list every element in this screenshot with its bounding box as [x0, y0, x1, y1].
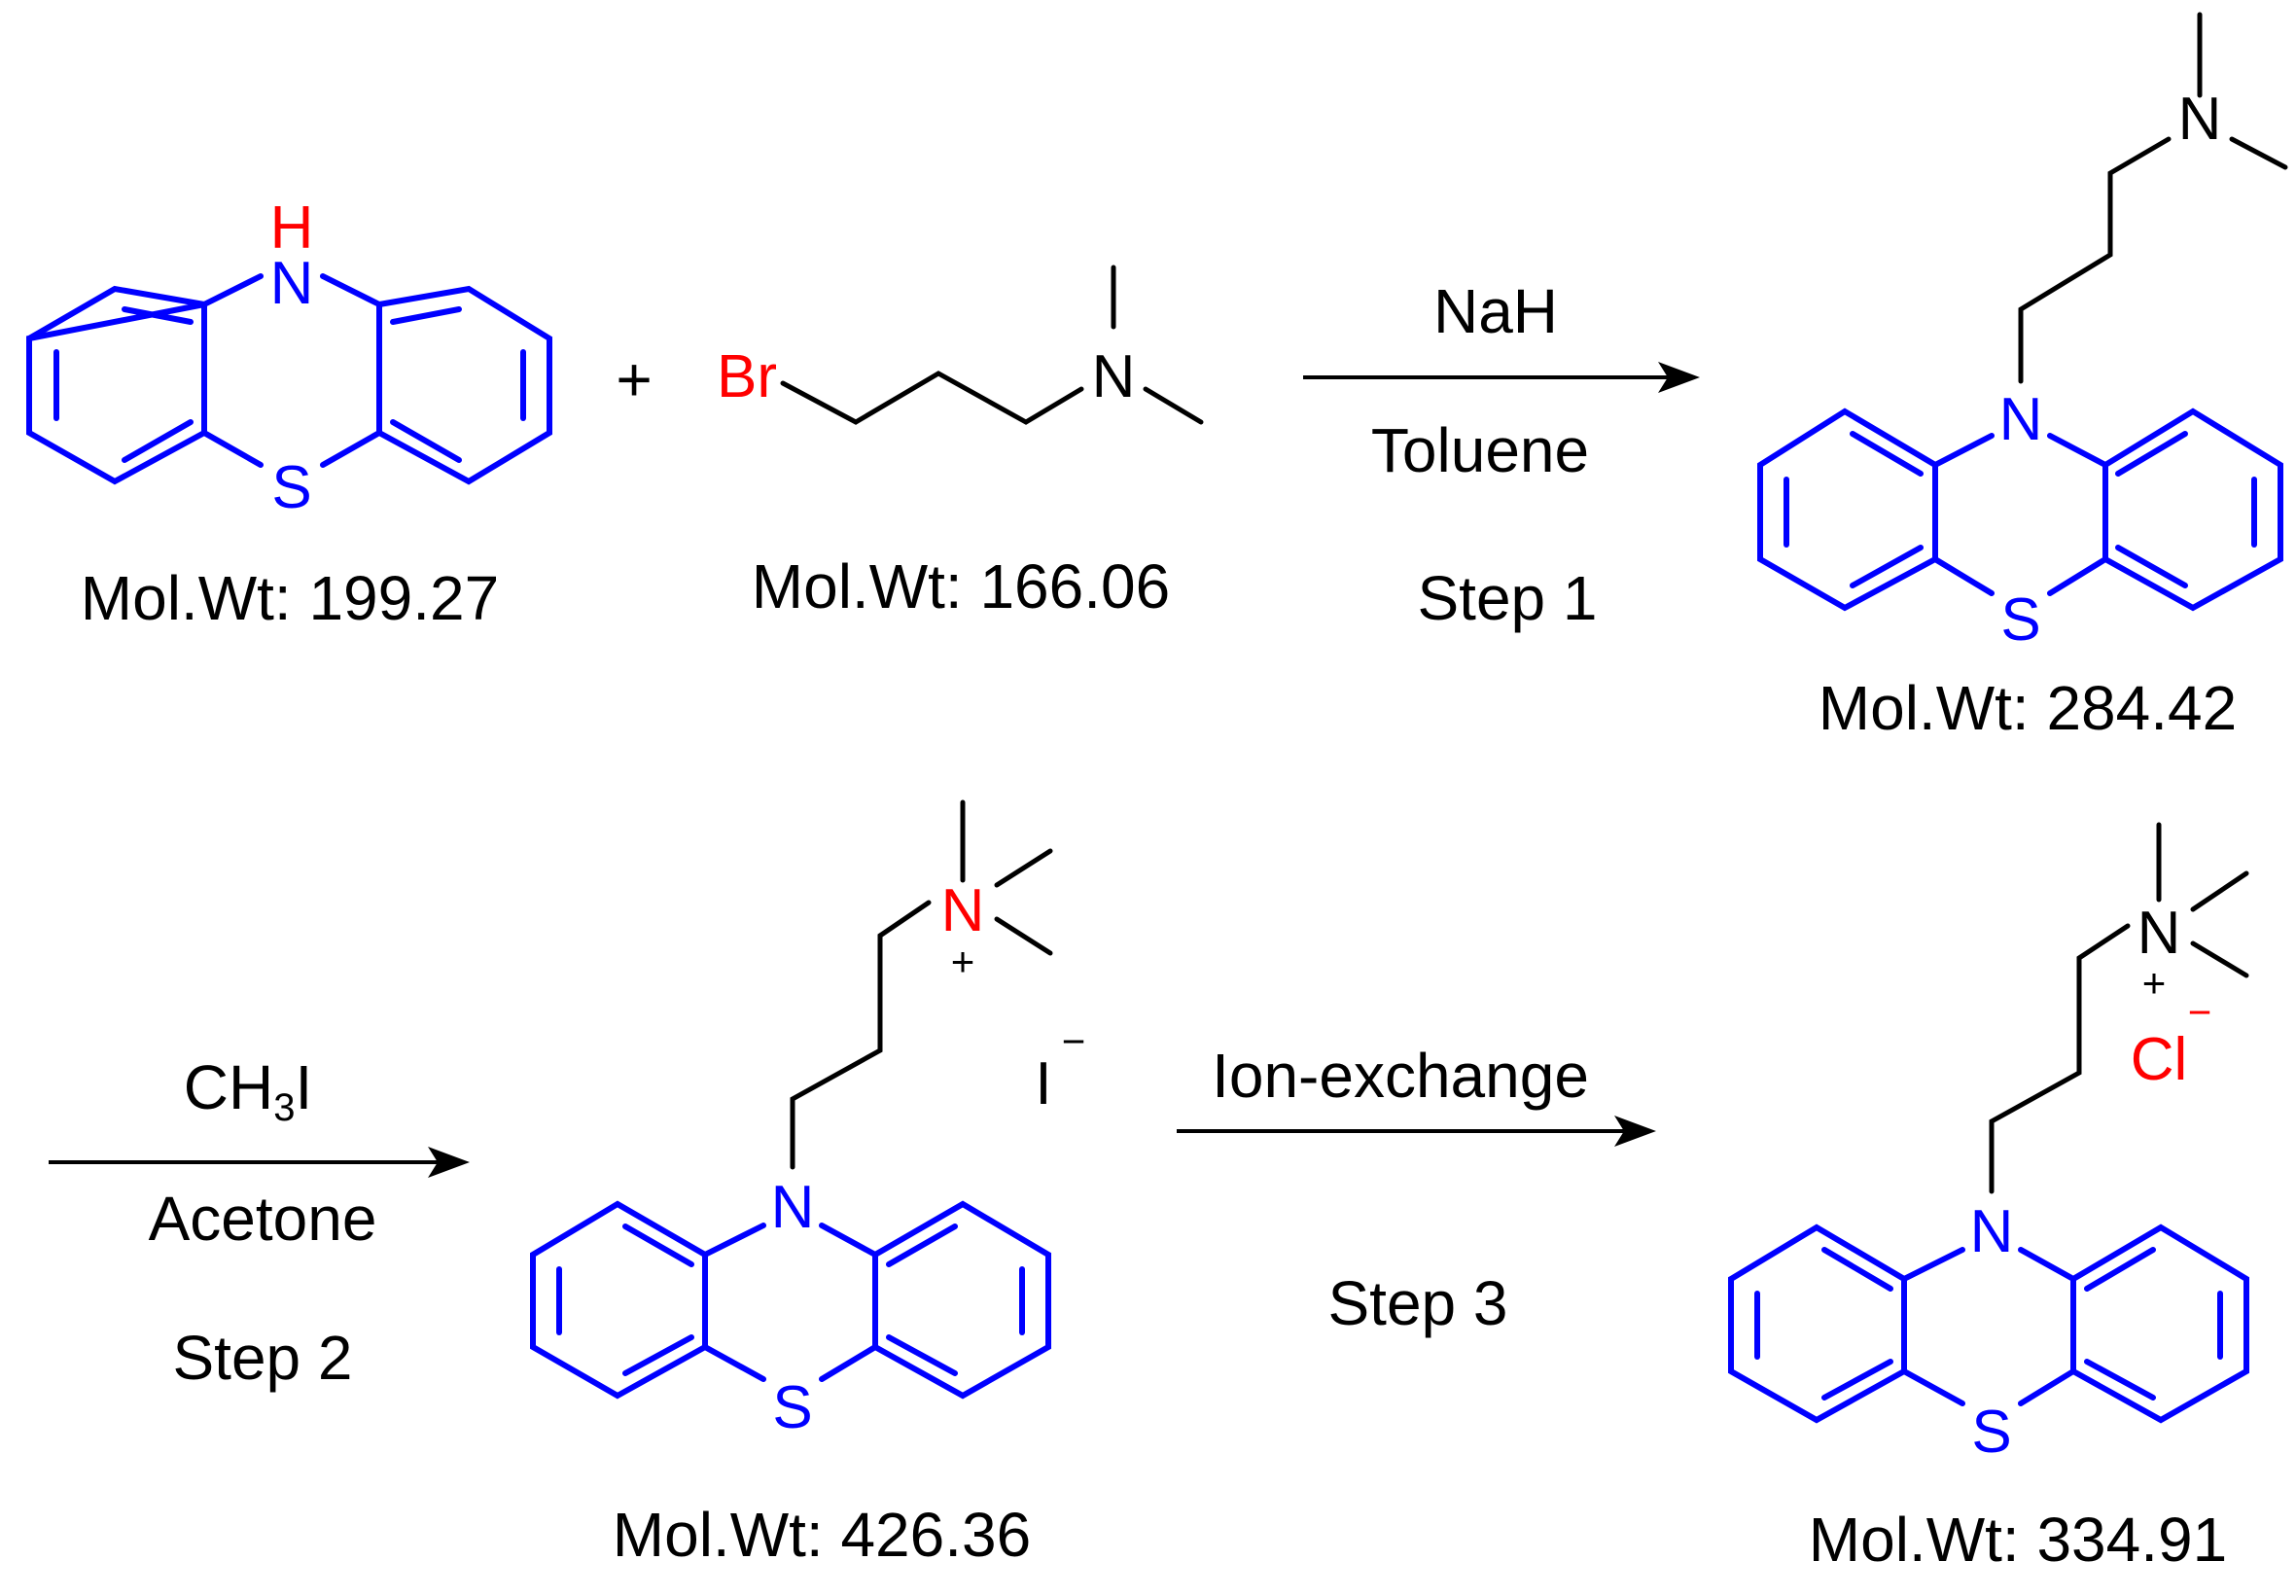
chloride-negative-charge: −	[2188, 989, 2212, 1035]
phenothiazine-structure: H N S Mol.Wt: 199.27	[26, 195, 552, 633]
intermediate-mw-label: Mol.Wt: 284.42	[1819, 673, 2237, 743]
step-3-reagent: Ion-exchange	[1212, 1041, 1589, 1111]
chloride-salt-plus-charge: +	[2142, 960, 2167, 1006]
chloride-salt-ring-nitrogen-label: N	[1970, 1198, 2014, 1265]
step-1-label: Step 1	[1417, 563, 1597, 633]
iodide-negative-charge: −	[1062, 1018, 1086, 1064]
step-1-reagent: NaH	[1433, 276, 1558, 346]
iodide-salt-quaternary-nitrogen-label: N	[941, 877, 985, 944]
iodide-salt-sulfur-label: S	[772, 1374, 812, 1441]
intermediate-ring-nitrogen-label: N	[1999, 386, 2043, 453]
bromo-amine-mw-label: Mol.Wt: 166.06	[752, 551, 1170, 621]
iodide-salt-ring-nitrogen-label: N	[771, 1174, 815, 1241]
chloride-salt-mw-label: Mol.Wt: 334.91	[1809, 1505, 2227, 1575]
chloride-counter-ion: Cl	[2131, 1026, 2188, 1093]
step-1-solvent: Toluene	[1371, 415, 1589, 485]
chloride-salt-structure: N + Cl − N S Mol.Wt: 334.91	[1728, 822, 2249, 1575]
iodide-salt-mw-label: Mol.Wt: 426.36	[613, 1500, 1031, 1570]
phenothiazine-mw-label: Mol.Wt: 199.27	[81, 563, 499, 633]
step-2-reagent: CH3I	[184, 1052, 312, 1129]
nh-nitrogen-label: N	[270, 250, 314, 317]
iodide-salt-plus-charge: +	[951, 939, 975, 984]
step-1-arrow: NaH Toluene Step 1	[1303, 276, 1700, 633]
step-2-label: Step 2	[172, 1323, 352, 1393]
iodide-counter-ion: I	[1035, 1050, 1051, 1117]
nh-hydrogen-label: H	[270, 195, 314, 262]
intermediate-sulfur-label: S	[2000, 586, 2040, 654]
intermediate-amine-nitrogen-label: N	[2178, 86, 2222, 153]
step-3-label: Step 3	[1327, 1268, 1507, 1338]
step-2-arrow: CH3I Acetone Step 2	[49, 1052, 470, 1393]
chloride-salt-quaternary-nitrogen-label: N	[2137, 900, 2181, 967]
plus-sign: +	[616, 344, 652, 414]
amine-nitrogen-label: N	[1092, 343, 1136, 410]
step-3-arrow: Ion-exchange Step 3	[1177, 1041, 1656, 1338]
bromine-label: Br	[717, 343, 777, 410]
iodide-salt-structure: N + I − N S Mol.Wt: 426.36	[530, 799, 1086, 1570]
sulfur-label: S	[271, 454, 311, 521]
bromo-amine-structure: Br N Mol.Wt: 166.06	[717, 265, 1204, 621]
chloride-salt-sulfur-label: S	[1971, 1399, 2011, 1466]
step-2-solvent: Acetone	[149, 1184, 377, 1254]
intermediate-structure: N N S Mol.Wt: 284.42	[1757, 12, 2288, 743]
